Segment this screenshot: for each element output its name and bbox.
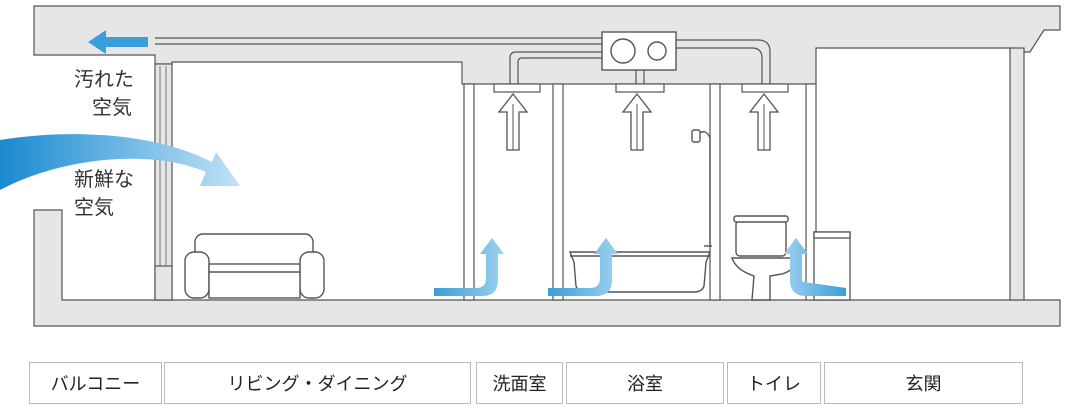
exhaust-arrow-icon: [497, 92, 780, 151]
fresh-air-label-line2: 空気: [74, 195, 114, 219]
stale-air-arrow: [88, 30, 148, 54]
airflow-arrow-icon: [434, 238, 846, 296]
exhaust-arrow-icon: [512, 104, 765, 150]
bathtub-icon: [568, 251, 712, 293]
ceiling-slab: [33, 5, 1061, 85]
shower-icon: [691, 129, 712, 247]
room-label-entrance: 玄関: [824, 362, 1023, 404]
floor-slab: [33, 209, 1061, 327]
toilet-icon: [731, 215, 797, 301]
exhaust-duct: [155, 37, 771, 84]
right-wall: [1009, 47, 1025, 301]
interior-walls: [463, 83, 817, 301]
ceiling-grilles: [493, 83, 789, 93]
window-frame: [154, 63, 173, 301]
fresh-air-arrow: [0, 134, 240, 190]
sofa-icon: [184, 233, 325, 299]
ventilation-fan-icon: [601, 31, 677, 71]
stale-air-label-line1: 汚れた: [74, 67, 134, 91]
room-label-washroom: 洗面室: [476, 362, 563, 404]
stale-air-label-line2: 空気: [92, 95, 132, 119]
ventilation-diagram: 汚れた 空気 新鮮な 空気: [0, 5, 1061, 327]
room-label-bathroom: 浴室: [566, 362, 724, 404]
room-label-living-dining: リビング・ダイニング: [164, 362, 471, 404]
room-label-toilet: トイレ: [727, 362, 821, 404]
room-label-balcony: バルコニー: [29, 362, 162, 404]
fresh-air-label-line1: 新鮮な: [74, 167, 134, 191]
